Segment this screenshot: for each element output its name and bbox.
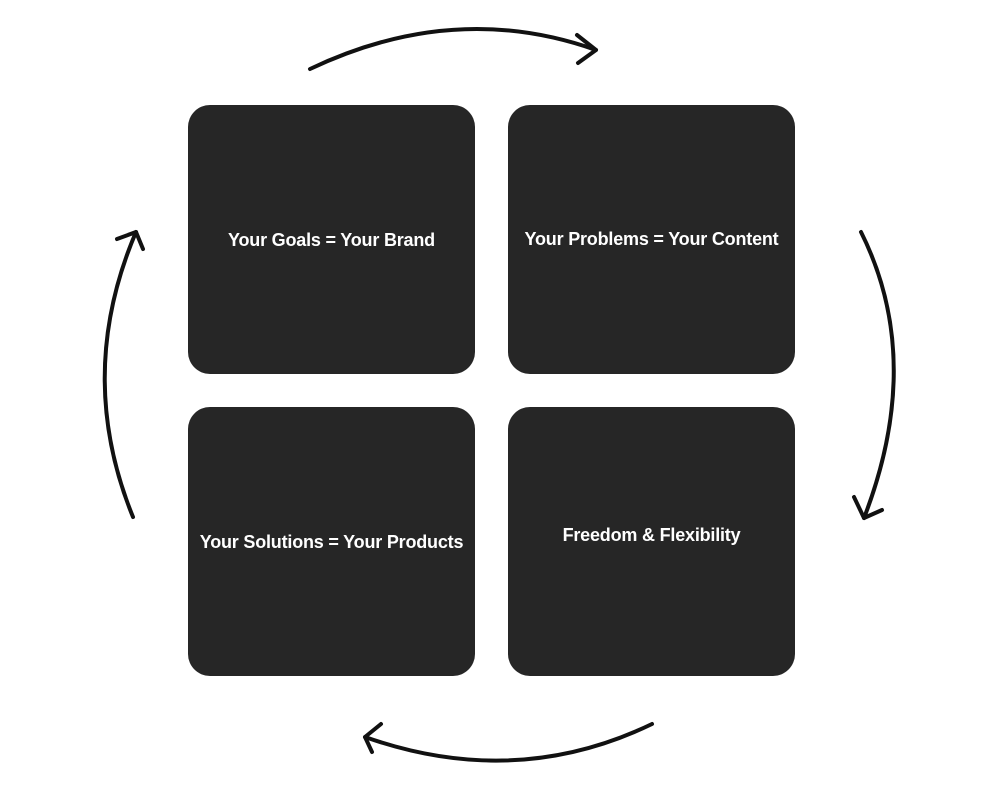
problems-content-label: Your Problems = Your Content (524, 229, 779, 249)
freedom-flexibility-label: Freedom & Flexibility (562, 525, 741, 545)
arrow-bottom-clockwise-icon (363, 722, 654, 763)
arrow-left-clockwise-icon (102, 230, 145, 519)
arrow-top-clockwise-icon (308, 27, 598, 71)
arrow-right-clockwise-icon (852, 230, 896, 520)
solutions-products-box: Your Solutions = Your Products (188, 407, 475, 676)
problems-content-box: Your Problems = Your Content (508, 105, 795, 374)
goals-brand-box: Your Goals = Your Brand (188, 105, 475, 374)
goals-brand-label: Your Goals = Your Brand (228, 230, 435, 250)
freedom-flexibility-box: Freedom & Flexibility (508, 407, 795, 676)
solutions-products-label: Your Solutions = Your Products (199, 532, 464, 552)
